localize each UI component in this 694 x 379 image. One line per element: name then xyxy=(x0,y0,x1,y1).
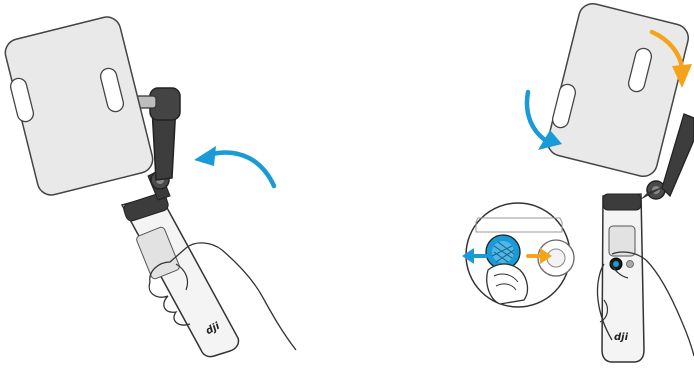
left-gimbal-handle: dji xyxy=(122,192,239,357)
left-phone xyxy=(2,14,155,198)
right-phone xyxy=(545,1,691,179)
left-rotate-arrow xyxy=(194,146,274,186)
right-gimbal-handle: dji xyxy=(602,194,644,362)
right-brand-mark: dji xyxy=(614,332,629,343)
left-gimbal-illustration: dji xyxy=(2,14,296,357)
right-gimbal-illustration: dji xyxy=(462,1,694,362)
